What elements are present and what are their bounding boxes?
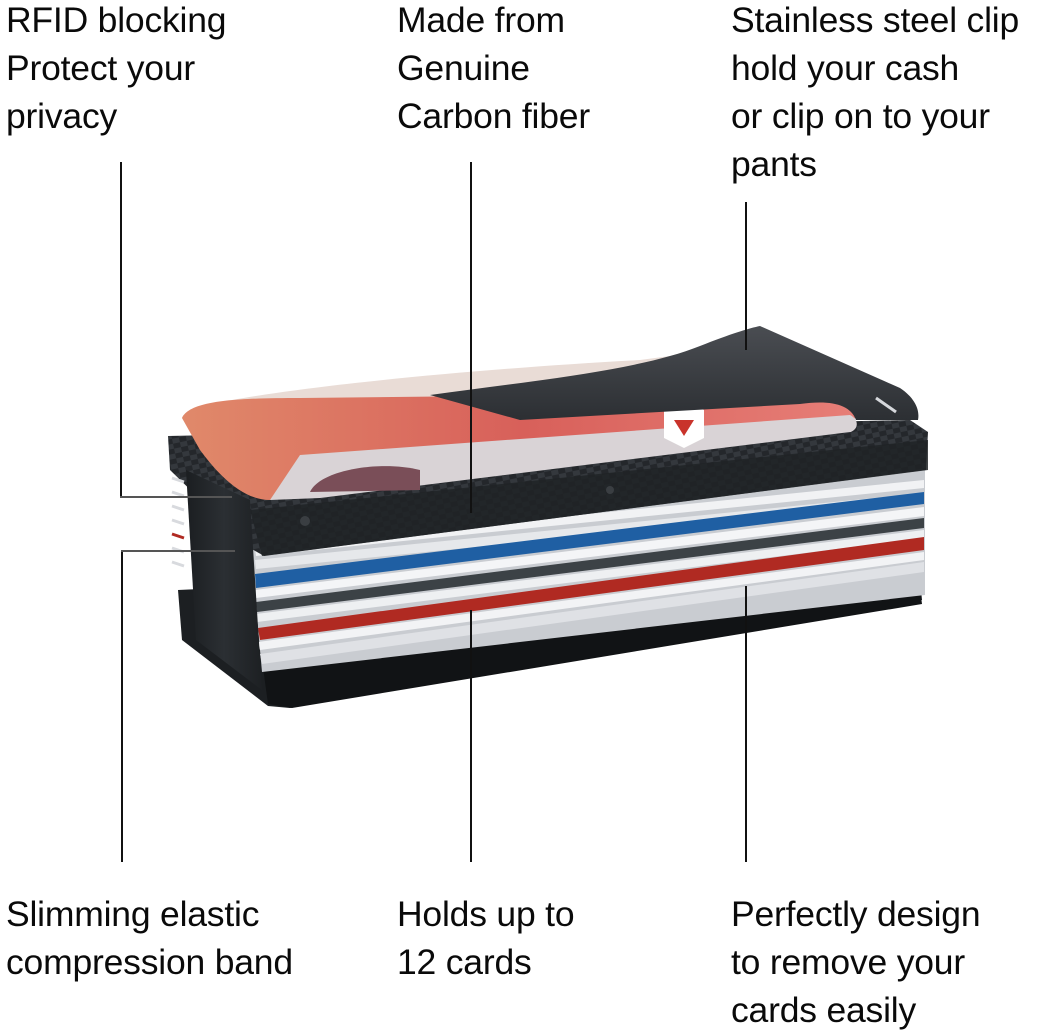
- callout-carbon-fiber: Made from Genuine Carbon fiber: [397, 0, 590, 140]
- callout-elastic-band: Slimming elastic compression band: [6, 890, 293, 986]
- leader-line-remove: [745, 586, 747, 862]
- callout-text: Slimming elastic: [6, 894, 260, 934]
- callout-text: compression band: [6, 942, 293, 982]
- callout-text: or clip on to your: [731, 96, 990, 136]
- callout-text: cards easily: [731, 990, 917, 1030]
- callout-easy-removal: Perfectly design to remove your cards ea…: [731, 890, 981, 1034]
- elastic-band: [186, 470, 262, 690]
- callout-card-capacity: Holds up to 12 cards: [397, 890, 575, 986]
- card-edges-left: [171, 476, 185, 568]
- callout-text: hold your cash: [731, 48, 960, 88]
- callout-rfid-blocking: RFID blocking Protect your privacy: [6, 0, 227, 140]
- card-stack: [250, 470, 925, 672]
- callout-text: Carbon fiber: [397, 96, 590, 136]
- banknote: [182, 352, 864, 500]
- leader-line-rfid-horizontal: [120, 496, 232, 498]
- callout-text: Protect your: [6, 48, 195, 88]
- callout-text: pants: [731, 144, 817, 184]
- leader-line-band-horizontal: [121, 550, 235, 552]
- money-clip: [430, 326, 919, 420]
- callout-text: Made from: [397, 0, 565, 40]
- leader-line-rfid-vertical: [120, 162, 122, 498]
- leader-line-cards: [470, 610, 472, 862]
- callout-text: Stainless steel clip: [731, 0, 1020, 40]
- callout-text: Holds up to: [397, 894, 575, 934]
- leader-line-carbon: [470, 162, 472, 513]
- callout-steel-clip: Stainless steel clip hold your cash or c…: [731, 0, 1019, 188]
- callout-text: Perfectly design: [731, 894, 981, 934]
- leader-line-band-vertical: [121, 550, 123, 862]
- callout-text: 12 cards: [397, 942, 532, 982]
- callout-text: Genuine: [397, 48, 530, 88]
- callout-text: RFID blocking: [6, 0, 227, 40]
- leader-line-clip: [745, 202, 747, 350]
- callout-text: privacy: [6, 96, 118, 136]
- callout-text: to remove your: [731, 942, 965, 982]
